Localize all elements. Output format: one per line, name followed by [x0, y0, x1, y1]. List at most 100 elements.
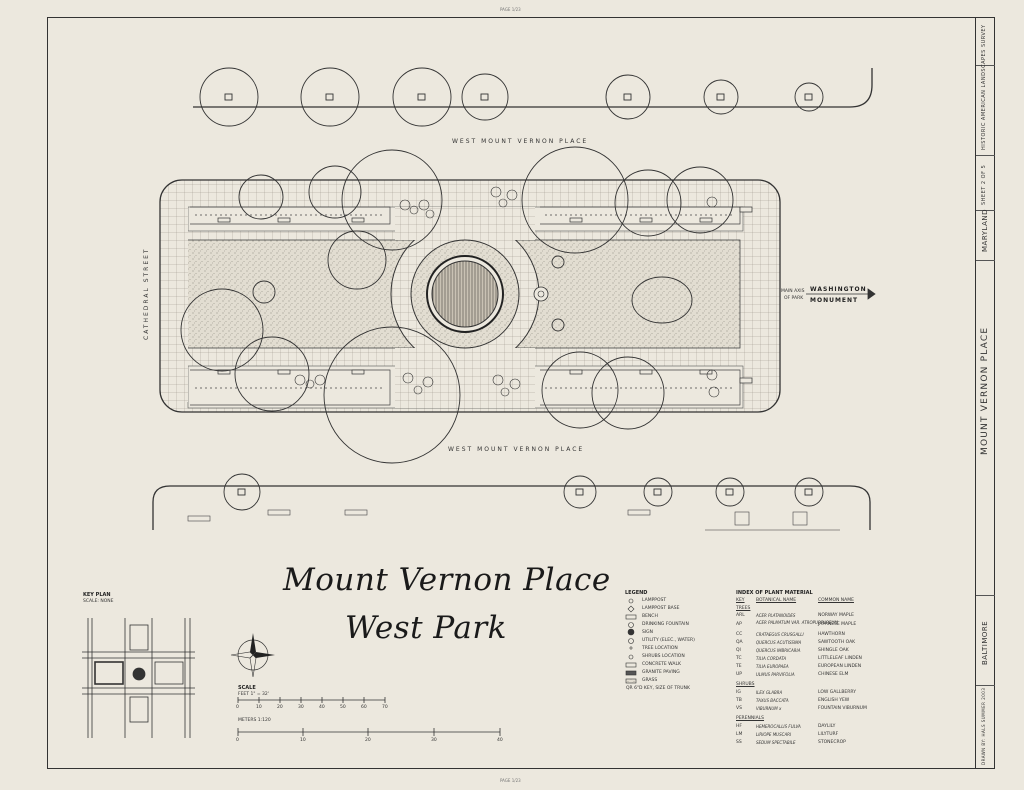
plant-key: SS: [736, 740, 742, 745]
plant-common: SHINGLE OAK: [818, 648, 849, 653]
plant-common: JAPANESE MAPLE: [818, 622, 857, 627]
legend-item: GRASS: [642, 678, 658, 683]
plant-botanical: TILIA CORDATA: [756, 656, 787, 661]
planting-beds: [190, 206, 741, 406]
north-curb: [193, 68, 873, 108]
plant-index-header-key: KEY: [736, 598, 745, 603]
title-block-divider: [975, 17, 976, 769]
plant-botanical: TAXUS BACCATA: [756, 698, 789, 703]
plant-botanical: LIRIOPE MUSCARI: [756, 732, 792, 737]
legend-item: LAMPPOST: [642, 598, 667, 603]
plant-botanical: ULMUS PARVIFOLIA: [756, 672, 795, 677]
edge-mark-bottom: PAGE 1/23: [500, 778, 521, 783]
washington-label: WASHINGTON: [810, 286, 867, 293]
feet-tick-label: 30: [298, 705, 304, 710]
scale-title: SCALE: [238, 685, 256, 691]
plant-section-title: SHRUBS: [736, 682, 755, 687]
plant-key: QI: [736, 648, 741, 653]
plant-key: UP: [736, 672, 743, 677]
scale-feet-label: FEET 1" = 32': [238, 692, 269, 697]
title-block-state-cell: [976, 210, 995, 261]
washington-arrow: [806, 288, 876, 300]
legend-item: SIGN: [642, 630, 654, 635]
plant-common: LITTLELEAF LINDEN: [818, 656, 862, 661]
meter-tick-label: 10: [300, 738, 306, 743]
scale-meters-label: METERS 1:120: [238, 718, 271, 723]
plant-botanical: TILIA EUROPAEA: [756, 664, 789, 669]
plant-key: VS: [736, 706, 742, 711]
plant-key: CC: [736, 632, 743, 637]
plant-common: HAWTHORN: [818, 632, 845, 637]
plant-common: SAWTOOTH OAK: [818, 640, 856, 645]
benches: [217, 206, 753, 384]
title-block-survey-cell: [976, 65, 995, 156]
legend-item: CONCRETE WALK: [642, 662, 681, 667]
south-curb: [152, 485, 871, 530]
plant-common: LILYTURF: [818, 732, 839, 737]
plant-key: AP: [736, 622, 742, 627]
edge-mark-top: PAGE 1/23: [500, 7, 521, 12]
legend-item: GRANITE PAVING: [642, 670, 680, 675]
north-street-trees: [199, 67, 824, 127]
plant-common: ENGLISH YEW: [818, 698, 850, 703]
monument-label: MONUMENT: [810, 297, 859, 304]
plant-common: DAYLILY: [818, 724, 836, 729]
legend-item: UTILITY (ELEC., WATER): [642, 638, 695, 643]
plant-common: CHINESE ELM: [818, 672, 849, 677]
drawing-title-line1: Mount Vernon Place: [283, 562, 611, 598]
plant-botanical: ILEX GLABRA: [756, 690, 783, 695]
title-block-logo-cell: [976, 17, 995, 66]
street-label-north: WEST MOUNT VERNON PLACE: [452, 138, 589, 145]
plant-key: TB: [736, 698, 742, 703]
plant-key: IG: [736, 690, 741, 695]
plant-common: EUROPEAN LINDEN: [818, 664, 862, 669]
feet-tick-label: 50: [340, 705, 346, 710]
meter-tick-label: 30: [431, 738, 437, 743]
plant-botanical: ACER PALMATUM VAR. ATROPURPUREUM: [756, 620, 838, 625]
meter-tick-label: 40: [497, 738, 503, 743]
plant-section-title: PERENNIALS: [736, 716, 765, 721]
plant-key: HF: [736, 724, 742, 729]
plant-index-header-common: COMMON NAME: [818, 598, 854, 603]
legend-item: DRINKING FOUNTAIN: [642, 622, 689, 627]
plant-index-header-botanical: BOTANICAL NAME: [756, 598, 797, 603]
shrub-clusters: [294, 186, 720, 398]
key-plan-title: KEY PLAN: [83, 592, 111, 598]
legend-item: SHRUBS LOCATION: [642, 654, 685, 659]
feet-tick-label: 40: [319, 705, 325, 710]
south-benches: [187, 509, 840, 531]
street-label-west: CATHEDRAL STREET: [143, 247, 150, 340]
feet-tick-label: 0: [236, 705, 239, 710]
plant-index-title: INDEX OF PLANT MATERIAL: [736, 590, 813, 596]
of-park-note: OF PARK: [784, 296, 804, 301]
plant-botanical: ACER PLATANOIDES: [756, 613, 796, 618]
title-block-sheet-cell: [976, 155, 995, 211]
street-label-south: WEST MOUNT VERNON PLACE: [448, 446, 585, 453]
meter-tick-label: 20: [365, 738, 371, 743]
title-block-city-cell: [976, 595, 995, 686]
plant-key: TC: [736, 656, 742, 661]
legend-item: QR 6"D KEY, SIZE OF TRUNK: [626, 686, 690, 691]
meter-tick-label: 0: [236, 738, 239, 743]
legend-item: TREE LOCATION: [642, 646, 678, 651]
feet-tick-label: 20: [277, 705, 283, 710]
feet-tick-label: 10: [256, 705, 262, 710]
plant-botanical: HEMEROCALLIS FULVA: [756, 724, 801, 729]
south-street-trees: [223, 473, 824, 511]
north-arrow: [230, 633, 275, 678]
plant-botanical: QUERCUS IMBRICARIA: [756, 648, 801, 653]
sheet-border: [47, 17, 995, 769]
legend-symbols: [625, 598, 637, 684]
title-block-project-cell: [976, 260, 995, 596]
legend-item: LAMPPOST BASE: [642, 606, 680, 611]
plant-botanical: SEDUM SPECTABILE: [756, 740, 796, 745]
feet-tick-label: 70: [382, 705, 388, 710]
plant-botanical: QUERCUS ACUTISSIMA: [756, 640, 802, 645]
feet-tick-label: 60: [361, 705, 367, 710]
plant-botanical: VIBURNUM x: [756, 706, 782, 711]
plant-common: FOUNTAIN VIBURNUM: [818, 706, 867, 711]
drawing-title-line2: West Park: [345, 610, 507, 646]
plant-key: QA: [736, 640, 743, 645]
key-plan-subtitle: SCALE: NONE: [83, 599, 114, 604]
